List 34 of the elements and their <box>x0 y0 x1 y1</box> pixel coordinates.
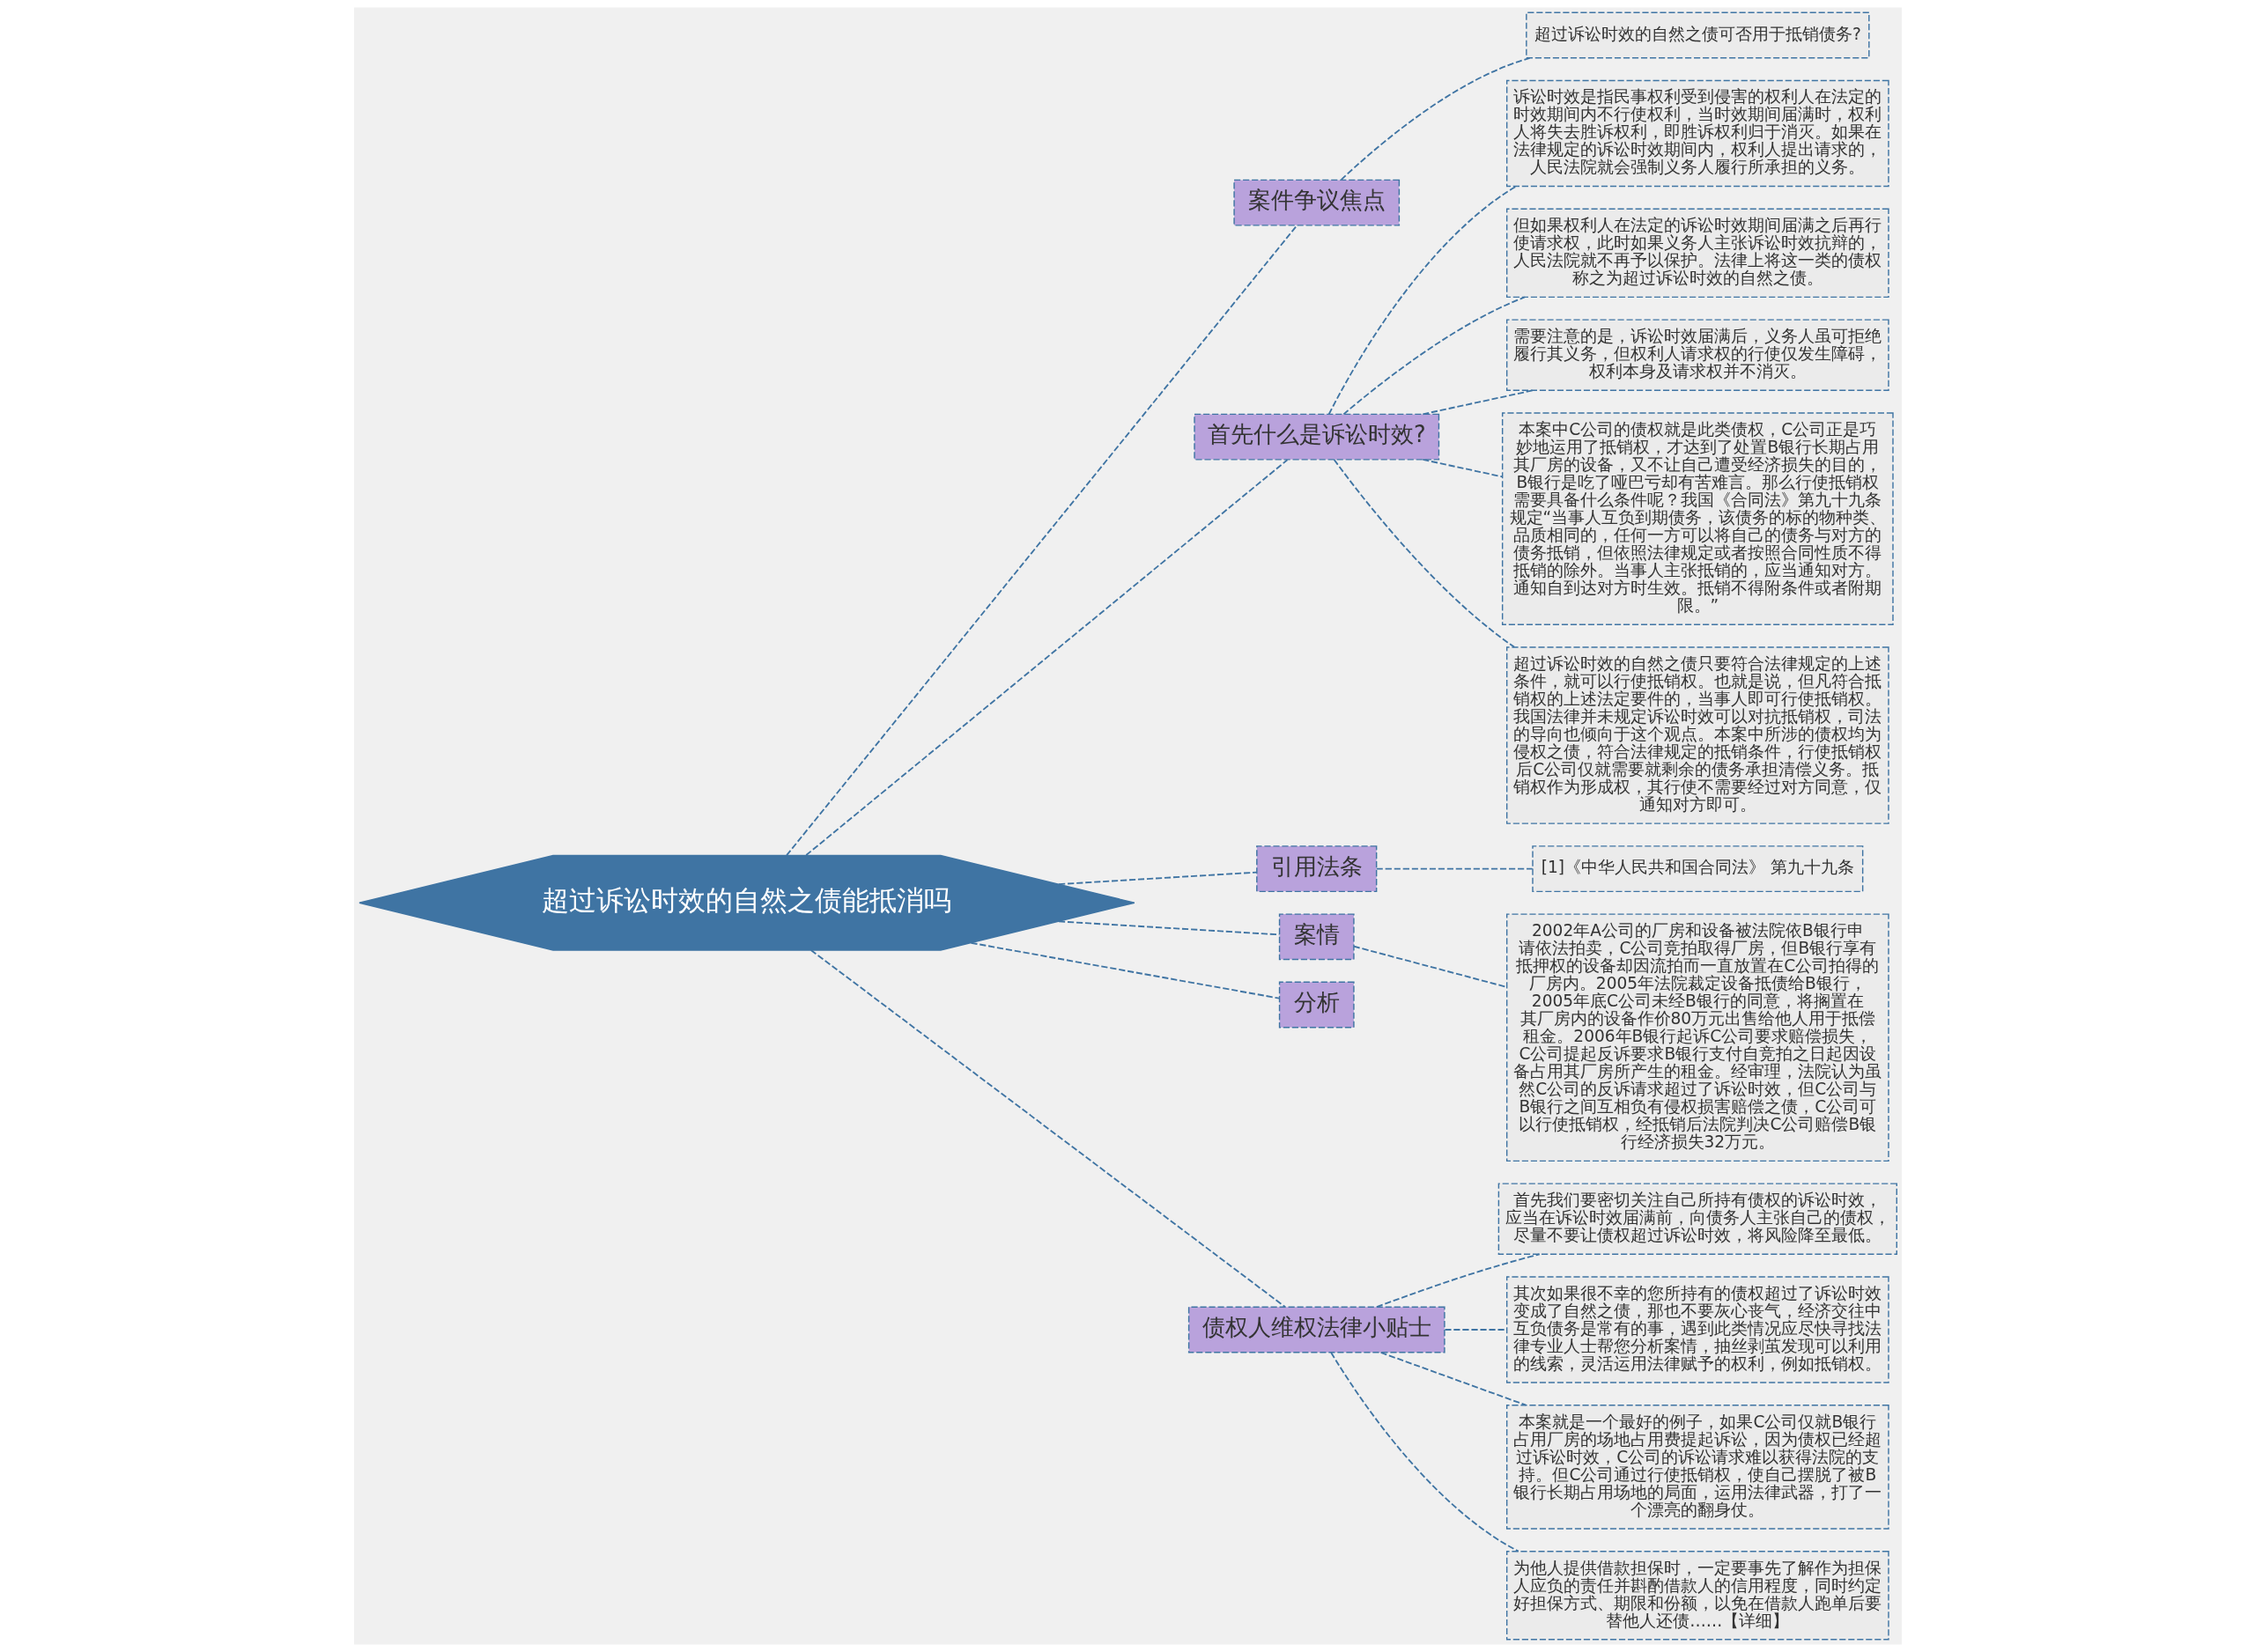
node-box: 案情 <box>1278 913 1355 961</box>
node-box: 案件争议焦点 <box>1232 179 1400 226</box>
connector <box>1352 945 1507 988</box>
node-box: 需要注意的是，诉讼时效届满后，义务人虽可拒绝履行其义务，但权利人请求权的行使仅发生障碍，权利本身及请求权并不消灭。 <box>1505 319 1889 391</box>
connector <box>785 225 1298 857</box>
connector <box>1340 56 1531 181</box>
connector <box>804 459 1288 856</box>
node-box: 首先我们要密切关注自己所持有债权的诉讼时效，应当在诉讼时效届满前，向债务人主张自己的债权，尽量不要让债权超过诉讼时效，将风险降至最低。 <box>1497 1183 1897 1255</box>
connector <box>1421 458 1503 478</box>
connector <box>1327 185 1517 416</box>
connector <box>810 949 1286 1309</box>
connector <box>1057 871 1258 886</box>
node-box: 债权人维权法律小贴士 <box>1187 1306 1445 1353</box>
node-box: 本案就是一个最好的例子，如果C公司仅就B银行占用厂房的场地占用费提起诉讼，因为债权已经超过诉讼时效，C公司的诉讼请求难以获得法院的支持。但C公司通过行使抵销权，使自己摆脱了被B银行长期占用场地的局面，运用法律武器，打了一个漂亮的翻身仗。 <box>1505 1405 1889 1530</box>
node-box: 首先什么是诉讼时效? <box>1193 413 1439 461</box>
node-box: 为他人提供借款担保时，一定要事先了解作为担保人应负的责任并斟酌借款人的信用程度，同时约定好担保方式、期限和份额，以免在借款人跑单后要替他人还债……【详细】 <box>1505 1551 1889 1641</box>
connector <box>1333 459 1515 648</box>
node-box: 引用法条 <box>1255 845 1377 893</box>
connector <box>1444 1329 1507 1331</box>
node-box: [1]《中华人民共和国合同法》 第九十九条 <box>1531 845 1863 893</box>
node-box: 超过诉讼时效的自然之债只要符合法律规定的上述条件，就可以行使抵销权。也就是说，但凡符合抵销权的上述法定要件的，当事人即可行使抵销权。我国法律并未规定诉讼时效可以对抗抵销权，司法的导向也倾向于这个观点。本案中所涉的债权均为侵权之债，符合法律规定的抵销条件，行使抵销权后C公司仅就需要就剩余的债务承担清偿义务。抵销权作为形成权，其行使不需要经过对方同意，仅通知对方即可。 <box>1505 646 1889 824</box>
node-box: 超过诉讼时效的自然之债可否用于抵销债务? <box>1525 11 1870 59</box>
connector <box>1342 296 1526 416</box>
node-box: 诉讼时效是指民事权利受到侵害的权利人在法定的时效期间内不行使权利，当时效期间届满时，权利人将失去胜诉权利，即胜诉权利归于消灭。如果在法律规定的诉讼时效期间内，权利人提出请求的，人民法院就会强制义务人履行所承担的义务。 <box>1505 79 1889 188</box>
node-box: 但如果权利人在法定的诉讼时效期间届满之后再行使请求权，此时如果义务人主张诉讼时效抗辩的，人民法院就不再予以保护。法律上将这一类的债权称之为超过诉讼时效的自然之债。 <box>1505 208 1889 299</box>
connector <box>1329 1352 1519 1552</box>
node-box: 本案中C公司的债权就是此类债权，C公司正是巧妙地运用了抵销权，才达到了处置B银行长期占用其厂房的设备，又不让自己遭受经济损失的目的，B银行是吃了哑巴亏却有苦难言。那么行使抵销权需要具备什么条件呢？我国《合同法》第九十九条规定“当事人互负到期债务，该债务的标的物种类、品质相同的，任何一方可以将自己的债务与对方的债务抵销，但依照法律规定或者按照合同性质不得抵销的除外。当事人主张抵销的，应当通知对方。通知自到达对方时生效。抵销不得附条件或者附期限。” <box>1501 412 1894 625</box>
node-box: 2002年A公司的厂房和设备被法院依B银行申请依法拍卖，C公司竞拍取得厂房，但B银行享有抵押权的设备却因流拍而一直放置在C公司拍得的厂房内。2005年法院裁定设备抵债给B银行，2005年底C公司未经B银行的同意，将搁置在其厂房内的设备作价80万元出售给他人用于抵偿租金。2006年B银行起诉C公司要求赔偿损失，C公司提起反诉要求B银行支付自竞拍之日起因设备占用其厂房所产生的租金。经审理，法院认为虽然C公司的反诉请求超过了诉讼时效，但C公司与B银行之间互相负有侵权损害赔偿之债，C公司可以行使抵销权，经抵销后法院判决C公司赔偿B银行经济损失32万元。 <box>1505 913 1889 1162</box>
connector <box>970 941 1280 999</box>
connector <box>1421 389 1534 416</box>
node-box: 分析 <box>1278 981 1355 1029</box>
node-box: 其次如果很不幸的您所持有的债权超过了诉讼时效变成了自然之债，那也不要灰心丧气，经济交往中互负债务是常有的事，遇到此类情况应尽快寻找法律专业人士帮您分析案情，抽丝剥茧发现可以利用的线索，灵活运用法律赋予的权利，例如抵销权。 <box>1505 1276 1889 1383</box>
connector <box>1375 867 1534 870</box>
connector <box>1379 1352 1527 1406</box>
